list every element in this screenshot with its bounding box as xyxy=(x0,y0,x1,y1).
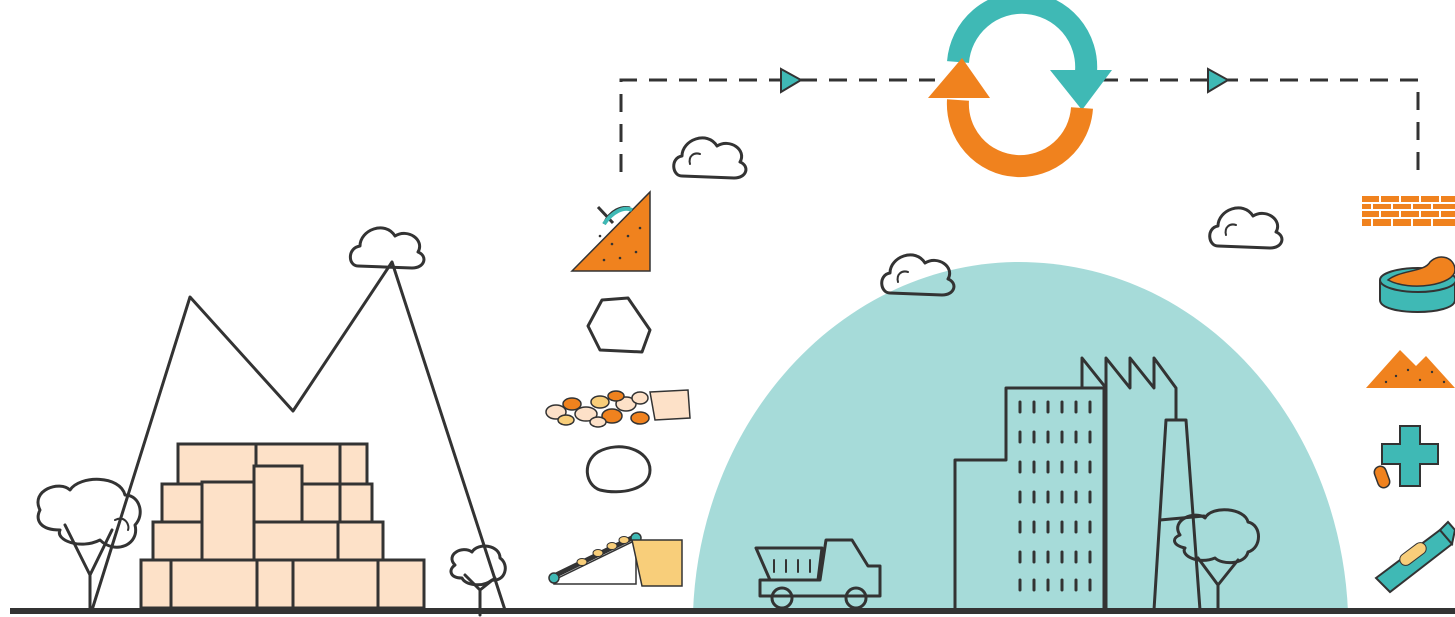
bricks-icon xyxy=(1362,196,1455,226)
tree-icon xyxy=(36,477,142,612)
raw-rock xyxy=(586,296,652,354)
flow-arrow-icon xyxy=(780,67,804,94)
ground-line xyxy=(10,608,1455,614)
cloud-icon xyxy=(348,226,426,270)
crushed-aggregate xyxy=(545,389,691,428)
medicine-cross-icon xyxy=(1373,425,1439,489)
cloud-icon xyxy=(672,136,748,180)
processed-ore xyxy=(585,445,652,494)
quarry-heap-pickaxe xyxy=(570,190,651,272)
pickaxe-icon xyxy=(602,206,633,226)
cloud-icon xyxy=(1208,206,1284,250)
recycle-arrows-icon xyxy=(928,0,1112,178)
process-flow-path xyxy=(619,67,1420,180)
conveyor-to-storage xyxy=(548,532,683,587)
tree-icon xyxy=(1173,508,1260,614)
flow-arrow-icon xyxy=(1207,67,1231,94)
toothpaste-tube-icon xyxy=(1374,520,1455,594)
cloud-icon xyxy=(880,253,956,297)
cream-jar-icon xyxy=(1379,256,1455,313)
stone-blocks-stack xyxy=(139,442,426,610)
tree-icon xyxy=(449,544,507,617)
powder-pile-icon xyxy=(1366,350,1455,388)
